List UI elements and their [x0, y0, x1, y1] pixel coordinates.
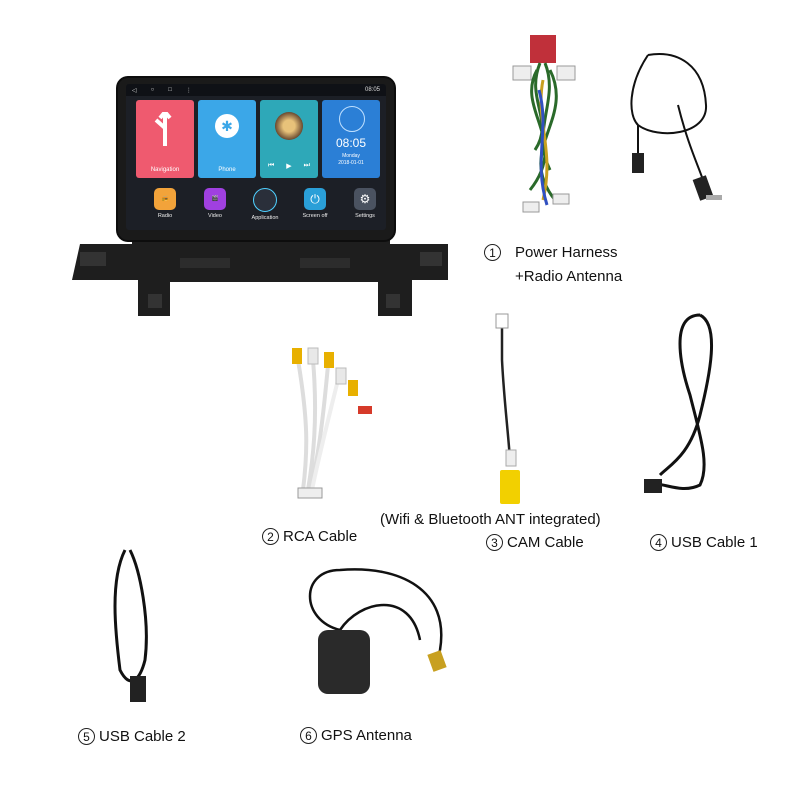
next-icon[interactable]: ⏭	[303, 162, 310, 169]
app-application-label: Application	[251, 215, 279, 221]
app-application[interactable]: Application	[248, 188, 282, 221]
item-6-label: 6 GPS Antenna	[300, 727, 412, 744]
clock-date: 2018-01-01	[338, 160, 364, 166]
app-video-label: Video	[208, 213, 222, 219]
tile-phone[interactable]: ✱ Phone	[198, 100, 256, 178]
item-1-label: 1 Power Harness	[484, 244, 618, 261]
item-2-label: 2 RCA Cable	[262, 528, 357, 545]
radio-icon: 📻	[154, 188, 176, 210]
power-harness-image	[512, 35, 576, 213]
head-unit-screen: ◁ ○ □ ⋮ 08:05 Navigation ✱ Phone	[126, 84, 386, 230]
item-5-label: 5 USB Cable 2	[78, 728, 186, 745]
status-time: 08:05	[364, 87, 380, 93]
clock-day: Monday	[342, 153, 360, 159]
item-1-line2: +Radio Antenna	[515, 268, 623, 285]
analog-clock-icon	[339, 106, 365, 132]
item-2-number: 2	[262, 528, 279, 545]
tile-music[interactable]: ⏮ ▶ ⏭	[260, 100, 318, 178]
item-6-name: GPS Antenna	[321, 727, 412, 744]
item-1-number: 1	[484, 244, 501, 261]
nav-buttons: ◁ ○ □ ⋮	[132, 87, 192, 94]
item-4-name: USB Cable 1	[671, 534, 758, 551]
usb-cable-1-image	[644, 313, 713, 493]
gear-icon: ⚙	[354, 188, 376, 210]
item-3-number: 3	[486, 534, 503, 551]
tile-phone-label: Phone	[218, 167, 236, 173]
radio-antenna-image	[630, 53, 722, 201]
rca-cable-image	[292, 347, 372, 499]
status-bar: ◁ ○ □ ⋮ 08:05	[126, 84, 386, 96]
bluetooth-icon: ✱	[215, 114, 239, 138]
tile-navigation-label: Navigation	[150, 167, 180, 173]
video-icon: 🎬	[204, 188, 226, 210]
item-5-name: USB Cable 2	[99, 728, 186, 745]
item-5-number: 5	[78, 728, 95, 745]
item-3-note: (Wifi & Bluetooth ANT integrated)	[380, 511, 601, 528]
mounting-bracket	[72, 230, 448, 316]
item-4-number: 4	[650, 534, 667, 551]
item-6-number: 6	[300, 727, 317, 744]
tile-navigation[interactable]: Navigation	[136, 100, 194, 178]
app-settings-label: Settings	[355, 213, 375, 219]
previous-icon[interactable]: ⏮	[268, 162, 275, 169]
usb-cable-2-image	[113, 549, 148, 702]
play-icon[interactable]: ▶	[286, 163, 292, 170]
album-art-icon	[275, 112, 303, 140]
cam-cable-image	[495, 313, 520, 504]
item-1-line1: Power Harness	[515, 244, 618, 261]
head-unit-frame: ◁ ○ □ ⋮ 08:05 Navigation ✱ Phone	[118, 78, 394, 240]
item-3-label: 3 CAM Cable	[486, 534, 584, 551]
application-icon	[253, 188, 277, 212]
app-screen-off[interactable]: ⏻ Screen off	[298, 188, 332, 219]
recent-apps-icon[interactable]: □	[168, 86, 172, 93]
app-radio[interactable]: 📻 Radio	[148, 188, 182, 219]
app-settings[interactable]: ⚙ Settings	[348, 188, 382, 219]
back-icon[interactable]: ◁	[132, 87, 137, 94]
app-radio-label: Radio	[157, 213, 173, 219]
item-3-name: CAM Cable	[507, 534, 584, 551]
clock-time: 08:05	[335, 136, 367, 150]
music-controls: ⏮ ▶ ⏭	[268, 162, 310, 170]
home-icon[interactable]: ○	[150, 86, 155, 93]
power-icon: ⏻	[304, 188, 326, 210]
gps-antenna-image	[308, 568, 447, 694]
menu-icon[interactable]: ⋮	[185, 87, 192, 94]
item-4-label: 4 USB Cable 1	[650, 534, 758, 551]
tile-clock[interactable]: 08:05 Monday 2018-01-01	[322, 100, 380, 178]
item-2-name: RCA Cable	[283, 528, 358, 545]
app-screen-off-label: Screen off	[302, 213, 328, 219]
navigation-arrow-icon	[154, 112, 172, 146]
app-video[interactable]: 🎬 Video	[198, 188, 232, 219]
